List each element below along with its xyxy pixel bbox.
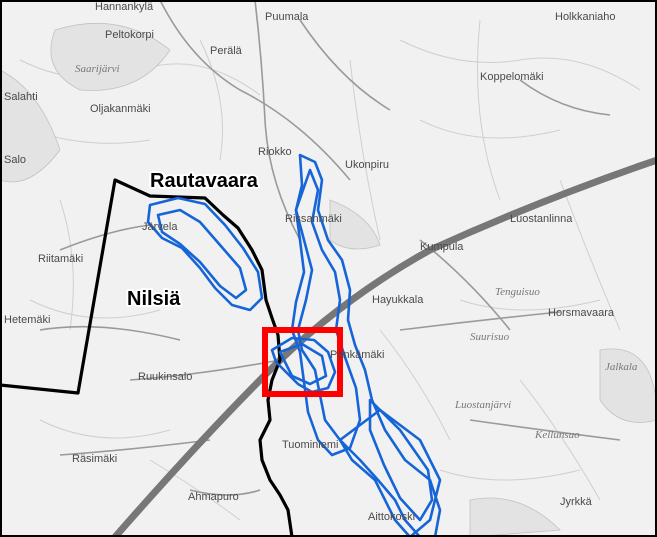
place-name: Ukonpiru — [345, 159, 389, 171]
place-name: Salo — [4, 154, 26, 166]
place-name: Rissanmäki — [285, 213, 342, 225]
place-name: Hannankylä — [95, 1, 154, 13]
place-name: Kumpula — [420, 241, 464, 253]
place-name: Peltokorpi — [105, 29, 154, 41]
place-name: Puumala — [265, 11, 309, 23]
place-name: Pänkämäki — [330, 349, 384, 361]
place-name: Ruukinsalo — [138, 371, 192, 383]
place-name: Tenguisuo — [495, 286, 540, 298]
place-name: Suurisuo — [470, 331, 510, 343]
place-name: Luostanjärvi — [454, 399, 511, 411]
water-areas — [0, 22, 657, 537]
place-name: Aittokoski — [368, 511, 415, 523]
place-name: Hayukkala — [372, 294, 424, 306]
place-name: Tuominiemi — [282, 439, 338, 451]
place-name: Koppelomäki — [480, 71, 544, 83]
highlight-box — [262, 327, 343, 397]
place-name: Riokko — [258, 146, 292, 158]
place-name: Oljakanmäki — [90, 103, 151, 115]
place-name: Hetemäki — [4, 314, 50, 326]
place-name: Holkkaniaho — [555, 11, 616, 23]
study-area-outlines — [146, 153, 442, 537]
main-road — [112, 156, 657, 537]
place-name: Riitamäki — [38, 253, 83, 265]
place-name: Luostanlinna — [510, 213, 573, 225]
place-name: Perälä — [210, 45, 243, 57]
place-name: Räsimäki — [72, 453, 117, 465]
place-name: Ahmapuro — [188, 491, 239, 503]
place-name: Salahti — [4, 91, 38, 103]
place-name: Jalkala — [605, 361, 638, 373]
place-names: Hannankylä Puumala Peltokorpi Perälä Hol… — [4, 1, 638, 523]
municipality-label-rautavaara: Rautavaara — [150, 170, 259, 192]
minor-roads — [39, 0, 621, 496]
place-name: Kellunsuo — [534, 429, 580, 441]
place-name: Horsmavaara — [548, 307, 615, 319]
place-name: Järvela — [142, 221, 178, 233]
municipality-label-nilsia: Nilsiä — [127, 288, 181, 310]
place-name: Jyrkkä — [560, 496, 593, 508]
place-name: Saarijärvi — [75, 63, 120, 75]
